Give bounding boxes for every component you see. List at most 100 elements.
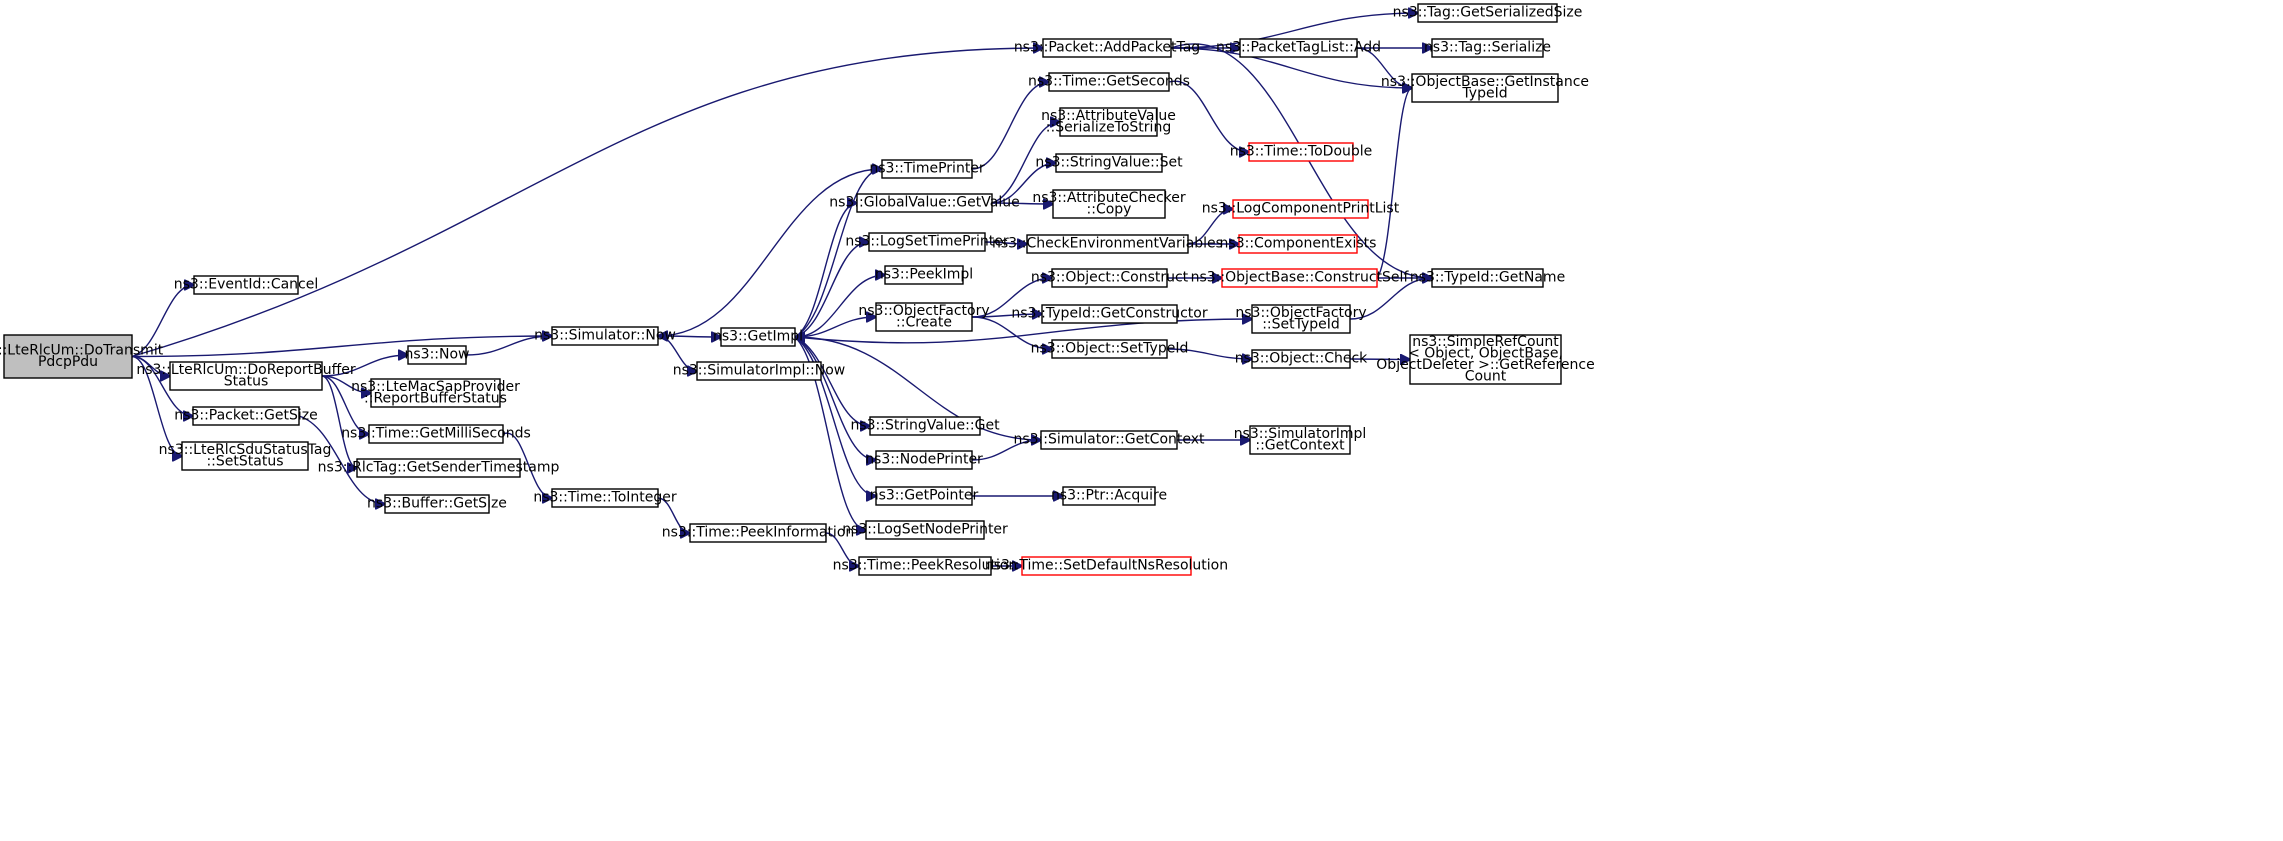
- node-box-cancel: [193, 275, 299, 295]
- node-objconstruct[interactable]: ns3::Object::Construct: [1031, 268, 1189, 288]
- node-gvget[interactable]: ns3::GlobalValue::GetValue: [829, 193, 1020, 213]
- node-timeprinter[interactable]: ns3::TimePrinter: [869, 159, 985, 179]
- node-box-gvget: [856, 193, 993, 213]
- node-label-getsec-0: ns3::Time::GetSeconds: [1028, 74, 1190, 90]
- edge-root-to-sdustatus: [131, 355, 182, 457]
- node-setdefres[interactable]: ns3::Time::SetDefaultNsResolution: [985, 556, 1228, 576]
- node-box-tidgetname: [1431, 268, 1544, 288]
- node-label-getimpl-0: ns3::GetImpl: [713, 329, 803, 345]
- node-implnow[interactable]: ns3::SimulatorImpl::Now: [673, 361, 846, 381]
- node-sdustatus[interactable]: ns3::LteRlcSduStatusTag::SetStatus: [159, 441, 332, 471]
- node-peekimpl[interactable]: ns3::PeekImpl: [875, 265, 973, 285]
- node-box-taggetser: [1417, 3, 1558, 23]
- node-box-svset: [1055, 153, 1163, 173]
- node-box-getimpl: [720, 327, 796, 347]
- node-now[interactable]: ns3::Now: [405, 345, 470, 365]
- node-getpointer[interactable]: ns3::GetPointer: [870, 486, 979, 506]
- edge-root-to-cancel: [131, 285, 194, 358]
- node-ofcreate[interactable]: ns3::ObjectFactory::Create: [858, 302, 990, 332]
- node-box-getms: [368, 424, 504, 444]
- node-svset[interactable]: ns3::StringValue::Set: [1035, 153, 1183, 173]
- node-label-getpointer-0: ns3::GetPointer: [870, 488, 979, 504]
- edge-peekinfo-to-peekres: [825, 532, 859, 566]
- node-macsap[interactable]: ns3::LteMacSapProvider::ReportBufferStat…: [351, 378, 520, 408]
- node-tidgetname[interactable]: ns3::TypeId::GetName: [1410, 268, 1565, 288]
- node-peekres[interactable]: ns3::Time::PeekResolution: [833, 556, 1018, 576]
- node-label-toint-0: ns3::Time::ToInteger: [533, 490, 677, 506]
- node-box-getsec: [1048, 72, 1170, 92]
- node-simgetctx[interactable]: ns3::Simulator::GetContext: [1013, 430, 1205, 450]
- node-label-getms-0: ns3::Time::GetMilliSeconds: [341, 426, 531, 442]
- node-taggetser[interactable]: ns3::Tag::GetSerializedSize: [1393, 3, 1583, 23]
- node-logcomp[interactable]: ns3::LogComponentPrintList: [1202, 199, 1400, 219]
- node-toint[interactable]: ns3::Time::ToInteger: [533, 488, 677, 508]
- node-bufsize[interactable]: ns3::Buffer::GetSize: [367, 494, 507, 514]
- node-cancel[interactable]: ns3::EventId::Cancel: [174, 275, 319, 295]
- node-ofsettid[interactable]: ns3::ObjectFactory::SetTypeId: [1235, 304, 1367, 334]
- node-tidgetctor[interactable]: ns3::TypeId::GetConstructor: [1011, 304, 1208, 324]
- node-objcheck[interactable]: ns3::Object::Check: [1235, 349, 1368, 369]
- node-getms[interactable]: ns3::Time::GetMilliSeconds: [341, 424, 531, 444]
- node-box-macsap: [370, 378, 501, 408]
- node-todouble[interactable]: ns3::Time::ToDouble: [1230, 142, 1373, 162]
- node-implgetctx[interactable]: ns3::SimulatorImpl::GetContext: [1234, 425, 1367, 455]
- node-logsetnp[interactable]: ns3::LogSetNodePrinter: [842, 520, 1008, 540]
- node-label-implgetctx-0: ns3::SimulatorImpl: [1234, 426, 1367, 442]
- node-ptracq[interactable]: ns3::Ptr::Acquire: [1051, 486, 1167, 506]
- node-objsettid[interactable]: ns3::Object::SetTypeId: [1031, 339, 1189, 359]
- node-box-objsettid: [1051, 339, 1168, 359]
- node-pktsize[interactable]: ns3::Packet::GetSize: [174, 406, 318, 426]
- node-accopy[interactable]: ns3::AttributeChecker::Copy: [1032, 189, 1186, 219]
- node-label-accopy-0: ns3::AttributeChecker: [1032, 190, 1186, 206]
- edge-timeprinter-to-getsec: [971, 82, 1049, 170]
- node-checkenv[interactable]: ns3::CheckEnvironmentVariables: [992, 234, 1223, 254]
- node-getimpl[interactable]: ns3::GetImpl: [713, 327, 803, 347]
- node-label-implgetctx-1: ::GetContext: [1255, 437, 1345, 453]
- node-box-logsetnp: [865, 520, 985, 540]
- edge-objcheck-to-simplerefcount: [1349, 359, 1410, 360]
- node-label-root-1: PdcpPdu: [38, 354, 98, 370]
- node-label-ofsettid-1: ::SetTypeId: [1262, 316, 1340, 332]
- node-box-peekres: [858, 556, 992, 576]
- node-box-now: [407, 345, 467, 365]
- node-nodeprinter[interactable]: ns3::NodePrinter: [865, 450, 983, 470]
- node-simplerefcount[interactable]: ns3::SimpleRefCount< Object, ObjectBase,…: [1376, 334, 1595, 385]
- node-box-pktsize: [192, 406, 300, 426]
- edge-getms-to-toint: [502, 432, 552, 498]
- node-label-simplerefcount-2: ObjectDeleter >::GetReference: [1376, 357, 1594, 373]
- node-getsec[interactable]: ns3::Time::GetSeconds: [1028, 72, 1190, 92]
- edge-nodeprinter-to-simgetctx: [971, 440, 1041, 461]
- node-label-simplerefcount-0: ns3::SimpleRefCount: [1412, 334, 1559, 350]
- node-ptlistadd[interactable]: ns3::PacketTagList::Add: [1216, 38, 1381, 58]
- node-simnow[interactable]: ns3::Simulator::Now: [534, 326, 676, 346]
- edge-getimpl-to-logsettp: [794, 242, 869, 338]
- node-avser[interactable]: ns3::AttributeValue::SerializeToString: [1041, 107, 1176, 137]
- node-label-timeprinter-0: ns3::TimePrinter: [869, 161, 985, 177]
- node-svget[interactable]: ns3::StringValue::Get: [850, 416, 1000, 436]
- node-addtag[interactable]: ns3::Packet::AddPacketTag: [1014, 38, 1200, 58]
- edge-now-to-simnow: [465, 336, 552, 356]
- node-peekinfo[interactable]: ns3::Time::PeekInformation: [662, 523, 855, 543]
- edge-report-to-rlctag: [321, 375, 357, 468]
- node-rlctag[interactable]: ns3::RlcTag::GetSenderTimestamp: [318, 458, 560, 478]
- node-logsettp[interactable]: ns3::LogSetTimePrinter: [845, 232, 1009, 252]
- node-label-sdustatus-0: ns3::LteRlcSduStatusTag: [159, 442, 332, 458]
- node-label-logsettp-0: ns3::LogSetTimePrinter: [845, 234, 1009, 250]
- node-obconstructself[interactable]: ns3::ObjectBase::ConstructSelf: [1191, 268, 1410, 288]
- node-box-implnow: [696, 361, 822, 381]
- node-box-root: [3, 334, 133, 379]
- edge-getimpl-to-ofsettid: [794, 319, 1252, 344]
- node-label-report-1: Status: [224, 373, 269, 389]
- node-box-timeprinter: [881, 159, 973, 179]
- node-label-macsap-0: ns3::LteMacSapProvider: [351, 379, 520, 395]
- node-box-peekimpl: [884, 265, 964, 285]
- node-tagser[interactable]: ns3::Tag::Serialize: [1424, 38, 1551, 58]
- edge-report-to-getms: [321, 375, 369, 434]
- node-box-addtag: [1042, 38, 1172, 58]
- edge-getimpl-to-ofcreate: [794, 317, 876, 338]
- node-compexists[interactable]: ns3::ComponentExists: [1220, 234, 1377, 254]
